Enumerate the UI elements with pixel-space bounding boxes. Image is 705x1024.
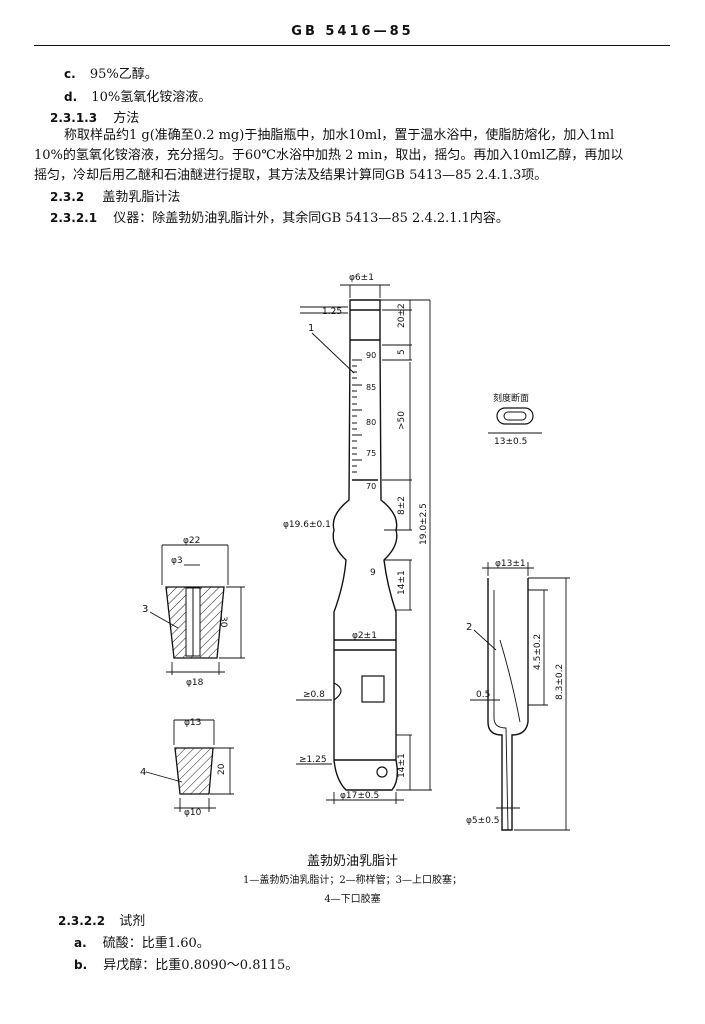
section-heading: 2.3.2.1 仪器：除盖勃奶油乳脂计外，其余同GB 5413—85 2.4.2…: [50, 210, 509, 227]
dim-label: 19.0±2.5: [419, 503, 429, 545]
list-text: 硫酸：比重1.60。: [102, 936, 210, 951]
dim-label: 13±0.5: [494, 437, 527, 447]
list-label: b.: [74, 958, 88, 972]
dim-label: ≥0.8: [303, 690, 325, 700]
list-item: b. 异戊醇：比重0.8090～0.8115。: [74, 957, 298, 974]
dim-label: φ13: [184, 718, 201, 728]
dim-label: φ13±1: [495, 559, 526, 569]
header-rule: [34, 45, 670, 46]
dim-label: 14±1: [397, 570, 407, 595]
list-label: a.: [74, 936, 87, 950]
dim-label: φ18: [186, 678, 204, 688]
dim-label: 5: [397, 349, 407, 355]
lower-stopper: [145, 719, 234, 812]
dim-label: 20±2: [397, 303, 407, 328]
dim-label: φ10: [184, 808, 202, 818]
dim-label: 刻度断面: [493, 392, 529, 404]
dim-label: 9: [370, 568, 376, 578]
dim-label: 20: [217, 763, 227, 775]
dim-label: 8±2: [397, 496, 407, 515]
list-text: 异戊醇：比重0.8090～0.8115。: [103, 958, 299, 973]
dim-label: 1.25: [322, 307, 342, 317]
dim-label: φ17±0.5: [340, 791, 379, 801]
page-header: GB 5416—85: [291, 24, 414, 39]
section-heading: 2.3.1.3 方法: [50, 110, 139, 127]
dim-label: 8.3±0.2: [555, 664, 565, 700]
paragraph-line: 称取样品约1 g(准确至0.2 mg)于抽脂瓶中，加水10ml，置于温水浴中，使…: [64, 128, 615, 143]
section-number: 2.3.2.1: [50, 211, 98, 225]
dim-label: 4.5±0.2: [533, 634, 543, 670]
section-heading: 2.3.2 盖勃乳脂计法: [50, 189, 180, 206]
list-text: 95%乙醇。: [89, 67, 158, 82]
figure-legend: 4—下口胶塞: [324, 894, 381, 905]
section-heading: 2.3.2.2 试剂: [58, 913, 145, 930]
list-item: d. 10%氢氧化铵溶液。: [64, 89, 211, 106]
callout-label: 1: [308, 323, 314, 334]
list-label: c.: [64, 67, 76, 81]
section-title: 方法: [113, 111, 140, 126]
dim-label: φ3: [171, 556, 183, 566]
dim-label: φ22: [183, 536, 200, 546]
list-item: a. 硫酸：比重1.60。: [74, 935, 210, 952]
paragraph-line: 10%的氢氧化铵溶液，充分摇匀。于60℃水浴中加热 2 min，取出，摇匀。再加…: [34, 148, 624, 163]
dim-label: ≥1.25: [299, 755, 327, 765]
dim-label: 30: [218, 616, 228, 628]
section-number: 2.3.2: [50, 190, 85, 204]
section-number: 2.3.1.3: [50, 111, 98, 125]
section-number: 2.3.2.2: [58, 914, 106, 928]
scale-label: 75: [366, 449, 376, 458]
dim-label: 14±1: [397, 753, 407, 778]
callout-label: 3: [142, 604, 148, 615]
scale-label: 90: [366, 351, 376, 360]
section-title: 盖勃乳脂计法: [102, 190, 181, 205]
list-text: 10%氢氧化铵溶液。: [91, 90, 212, 105]
dim-label: φ6±1: [349, 273, 374, 283]
scale-label: 70: [366, 482, 376, 491]
butyrometer-outline: [332, 299, 399, 791]
scale-label: 85: [366, 383, 376, 392]
figure-legend: 1—盖勃奶油乳脂计；2—称样管；3—上口胶塞；: [242, 875, 463, 886]
dim-label: 0.5: [476, 690, 490, 700]
callout-label: 2: [466, 622, 472, 633]
paragraph-line: 摇匀，冷却后用乙醚和石油醚进行提取，其方法及结果计算同GB 5413—85 2.…: [34, 168, 548, 183]
callout-label: 4: [140, 767, 146, 778]
list-label: d.: [64, 90, 78, 104]
weighing-tube: [470, 562, 570, 831]
section-text: 仪器：除盖勃奶油乳脂计外，其余同GB 5413—85 2.4.2.1.1内容。: [113, 211, 509, 226]
dim-label: φ2±1: [352, 631, 377, 641]
upper-stopper: [149, 544, 245, 675]
dim-label: >50: [397, 411, 407, 430]
section-title: 试剂: [119, 914, 146, 929]
dim-label: φ19.6±0.1: [283, 520, 331, 530]
list-item: c. 95%乙醇。: [64, 66, 158, 83]
scale-label: 80: [366, 418, 376, 427]
dim-label: φ5±0.5: [466, 816, 500, 826]
figure-caption: 盖勃奶油乳脂计: [306, 854, 398, 869]
